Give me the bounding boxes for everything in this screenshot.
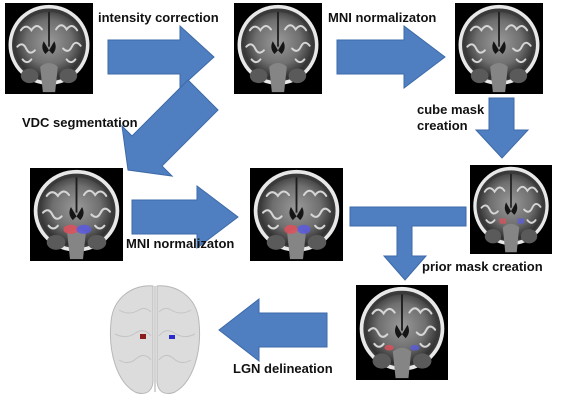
mri-mni-normalized (455, 3, 543, 94)
block-arrow-icon (218, 297, 328, 363)
block-arrow-icon (107, 24, 215, 90)
right-prior-mask (410, 344, 420, 351)
3d-brain-render (109, 285, 201, 395)
coronal-mri-icon (470, 165, 552, 254)
mri-vdc-segmentation (30, 168, 123, 261)
label-mni-normalization-mid: MNI normalizaton (126, 236, 235, 251)
mri-vdc-mni-normalized (250, 168, 343, 261)
coronal-mri-icon (30, 168, 123, 261)
left-prior-mask (384, 344, 394, 351)
label-prior-mask-creation: prior mask creation (422, 259, 543, 274)
left-cube-mask (499, 218, 507, 224)
block-arrow-icon (349, 206, 467, 281)
right-lgn-marker (169, 335, 175, 339)
left-lgn-mask (63, 224, 79, 235)
block-arrow-icon (336, 24, 446, 90)
left-lgn-mask (284, 224, 298, 235)
label-intensity-correction: intensity correction (98, 10, 219, 25)
label-mni-normalization-top: MNI normalizaton (328, 10, 437, 25)
coronal-mri-icon (356, 285, 448, 380)
right-lgn-mask (297, 224, 311, 235)
right-cube-mask (517, 218, 525, 224)
coronal-mri-icon (250, 168, 343, 261)
block-arrow-icon (474, 97, 530, 159)
mri-original (5, 3, 93, 94)
label-lgn-delineation: LGN delineation (233, 361, 333, 376)
mri-cube-mask (470, 165, 552, 254)
block-arrow-icon (131, 184, 239, 250)
block-arrow-icon (121, 79, 219, 177)
mri-prior-mask (356, 285, 448, 380)
right-lgn-mask (76, 224, 92, 235)
left-lgn-marker (140, 334, 146, 339)
label-cube-mask-creation: cube mask creation (417, 102, 485, 133)
label-vdc-segmentation: VDC segmentation (22, 115, 138, 130)
mri-intensity-corrected (234, 3, 322, 94)
